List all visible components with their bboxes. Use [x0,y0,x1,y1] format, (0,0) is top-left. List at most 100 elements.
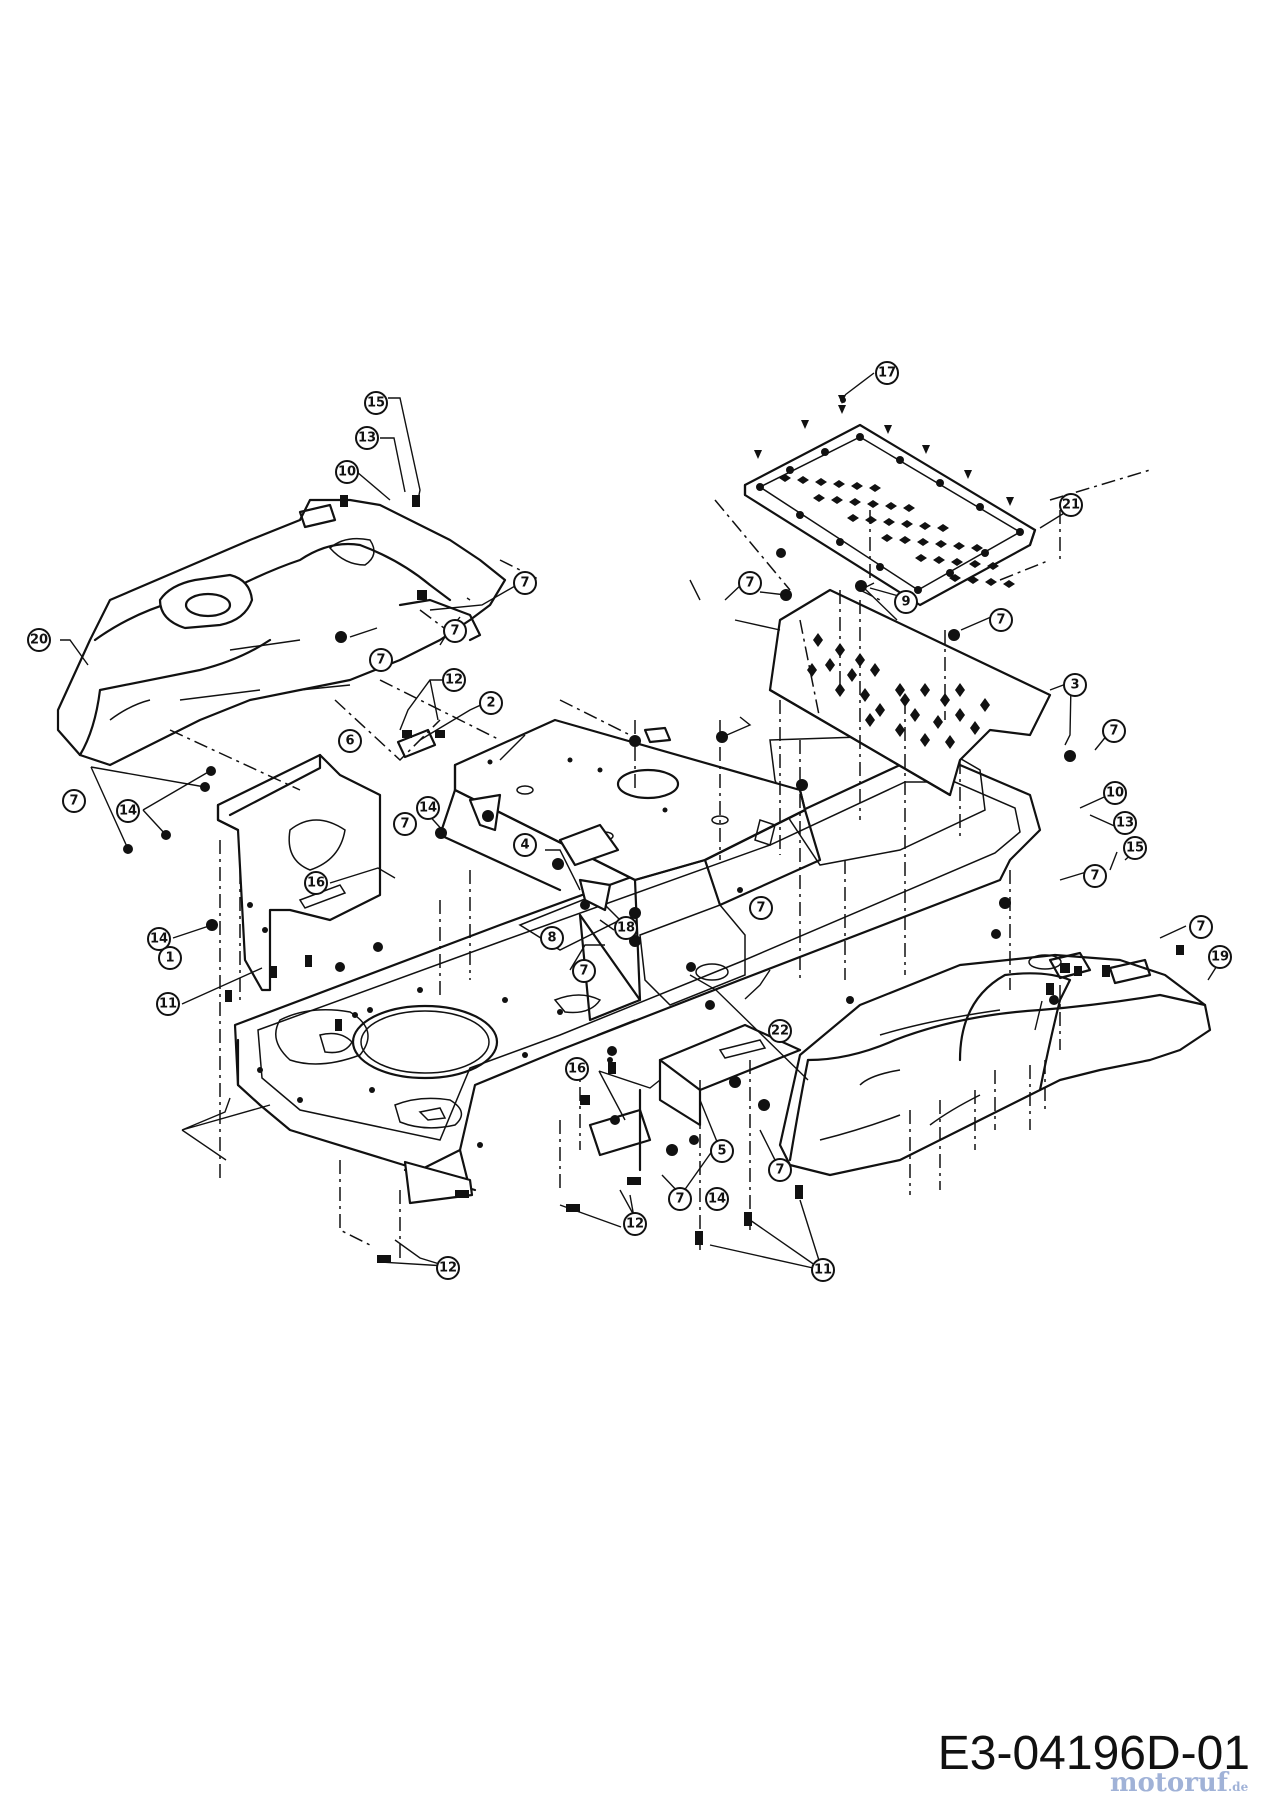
floor-plate [768,588,1052,797]
svg-text:15: 15 [1126,841,1144,856]
svg-text:16: 16 [307,876,325,891]
callout-8: 8 [540,926,564,950]
callout-12-front: 12 [623,1212,647,1236]
right-front-bracket [588,1023,802,1172]
svg-text:11: 11 [159,997,177,1012]
callout-11-left: 11 [156,992,180,1016]
callout-7-right-fender-b: 7 [1189,915,1213,939]
callout-7-plate-right: 7 [1102,719,1126,743]
callout-14-left-a: 14 [116,799,140,823]
svg-text:7: 7 [745,576,754,591]
svg-text:7: 7 [1196,920,1205,935]
left-fender [56,498,507,767]
left-bracket [216,753,382,992]
callout-7-mat-right: 7 [989,608,1013,632]
svg-text:17: 17 [878,366,896,381]
callout-7-left-a: 7 [62,789,86,813]
svg-text:7: 7 [579,964,588,979]
callout-15-right: 15 [1123,836,1147,860]
callout-7-front-a: 7 [768,1158,792,1182]
callout-3: 3 [1063,673,1087,697]
svg-text:5: 5 [717,1144,726,1159]
svg-text:8: 8 [547,931,556,946]
rubber-floor-mat [743,423,1037,607]
callout-5: 5 [710,1139,734,1163]
svg-text:3: 3 [1070,678,1079,693]
svg-text:7: 7 [69,794,78,809]
callout-15-upper: 15 [364,391,388,415]
leader-lines [60,372,1221,1271]
svg-text:10: 10 [338,465,356,480]
callout-7-fender-left-c: 7 [369,648,393,672]
callout-13-right: 13 [1113,811,1137,835]
svg-text:13: 13 [1116,816,1134,831]
svg-text:14: 14 [119,804,137,819]
callout-16-front: 16 [565,1057,589,1081]
callout-20: 20 [27,628,51,652]
callout-13-upper: 13 [355,426,379,450]
svg-text:15: 15 [367,396,385,411]
callout-7-fender-left-a: 7 [513,571,537,595]
svg-text:10: 10 [1106,786,1124,801]
watermark-tld: .de [1228,1780,1249,1794]
svg-text:12: 12 [445,673,463,688]
drawing-code: E3-04196D-01 [937,1727,1250,1780]
svg-text:12: 12 [439,1261,457,1276]
svg-text:7: 7 [756,901,765,916]
callout-9: 9 [894,590,918,614]
watermark-logo: motoruf.de [1110,1768,1248,1798]
svg-text:7: 7 [400,817,409,832]
svg-text:7: 7 [996,613,1005,628]
push-pins [754,395,1014,506]
callout-7-center-a: 7 [393,812,417,836]
svg-text:9: 9 [901,595,910,610]
callout-14-left-b: 14 [147,927,171,951]
callout-1: 1 [158,946,182,970]
callout-22: 22 [768,1019,792,1043]
svg-text:1: 1 [165,951,174,966]
right-fender [778,951,1212,1177]
svg-text:14: 14 [150,932,168,947]
callout-19: 19 [1208,945,1232,969]
callout-4: 4 [513,833,537,857]
svg-text:20: 20 [30,633,48,648]
svg-text:7: 7 [450,624,459,639]
svg-text:4: 4 [520,838,529,853]
svg-text:7: 7 [376,653,385,668]
svg-text:7: 7 [1109,724,1118,739]
callout-7-center-b: 7 [572,959,596,983]
svg-text:22: 22 [771,1024,789,1039]
svg-text:19: 19 [1211,950,1229,965]
callout-10-upper: 10 [335,460,359,484]
callout-21: 21 [1059,493,1083,517]
seat-support-bracket [438,718,822,1022]
svg-text:14: 14 [708,1192,726,1207]
svg-text:6: 6 [345,734,354,749]
callout-18-center: 18 [614,916,638,940]
callout-2: 2 [479,691,503,715]
callout-6: 6 [338,729,362,753]
svg-text:14: 14 [419,801,437,816]
callout-14-front: 14 [705,1187,729,1211]
svg-text:7: 7 [675,1192,684,1207]
callout-10-right: 10 [1103,781,1127,805]
callout-12-upper: 12 [442,668,466,692]
callout-16-left: 16 [304,871,328,895]
callout-7-mat-left: 7 [738,571,762,595]
watermark-brand: motoruf [1110,1768,1228,1798]
svg-text:21: 21 [1062,498,1080,513]
svg-text:11: 11 [814,1263,832,1278]
callout-7-front-b: 7 [668,1187,692,1211]
callout-12-bottom: 12 [436,1256,460,1280]
svg-text:12: 12 [626,1217,644,1232]
callout-7-right-fender-a: 7 [1083,864,1107,888]
svg-text:16: 16 [568,1062,586,1077]
assembly-lines [169,469,1151,1260]
callout-7-fender-left-b: 7 [443,619,467,643]
callout-11-front: 11 [811,1258,835,1282]
svg-text:7: 7 [1090,869,1099,884]
callout-14-center: 14 [416,796,440,820]
callout-7-center-c: 7 [749,896,773,920]
svg-text:2: 2 [486,696,495,711]
